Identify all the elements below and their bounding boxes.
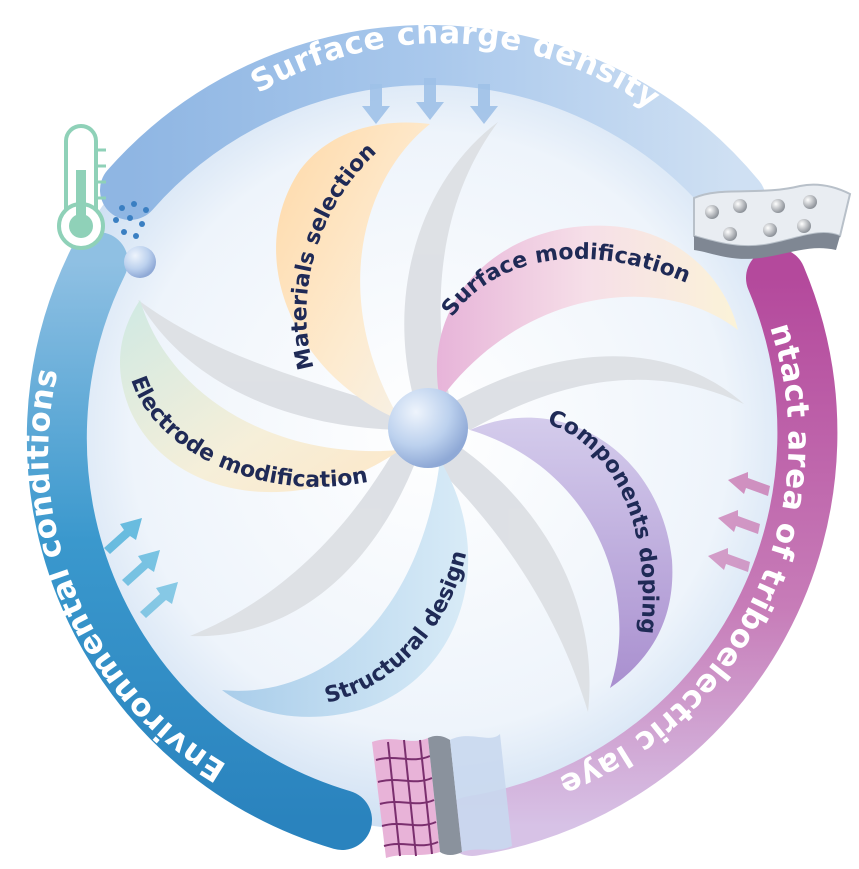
small-sphere <box>124 246 156 278</box>
contact-area-band <box>442 248 838 856</box>
blade-surface <box>436 225 738 400</box>
blade-components <box>470 417 673 688</box>
moisture-dots <box>113 201 149 239</box>
surface-charge-band <box>100 25 766 230</box>
blade-structural <box>222 460 469 717</box>
blade-materials <box>276 122 430 421</box>
textile-layers-icon <box>372 734 512 858</box>
hub-sphere <box>388 388 468 468</box>
thermometer-icon <box>57 124 106 250</box>
charged-film-icon <box>693 183 852 259</box>
right-arrows <box>708 472 770 572</box>
left-arrows <box>104 518 178 618</box>
blade-electrode <box>119 300 400 493</box>
environmental-band <box>26 232 372 850</box>
blade-shadows <box>138 122 744 712</box>
top-arrows <box>362 78 498 124</box>
